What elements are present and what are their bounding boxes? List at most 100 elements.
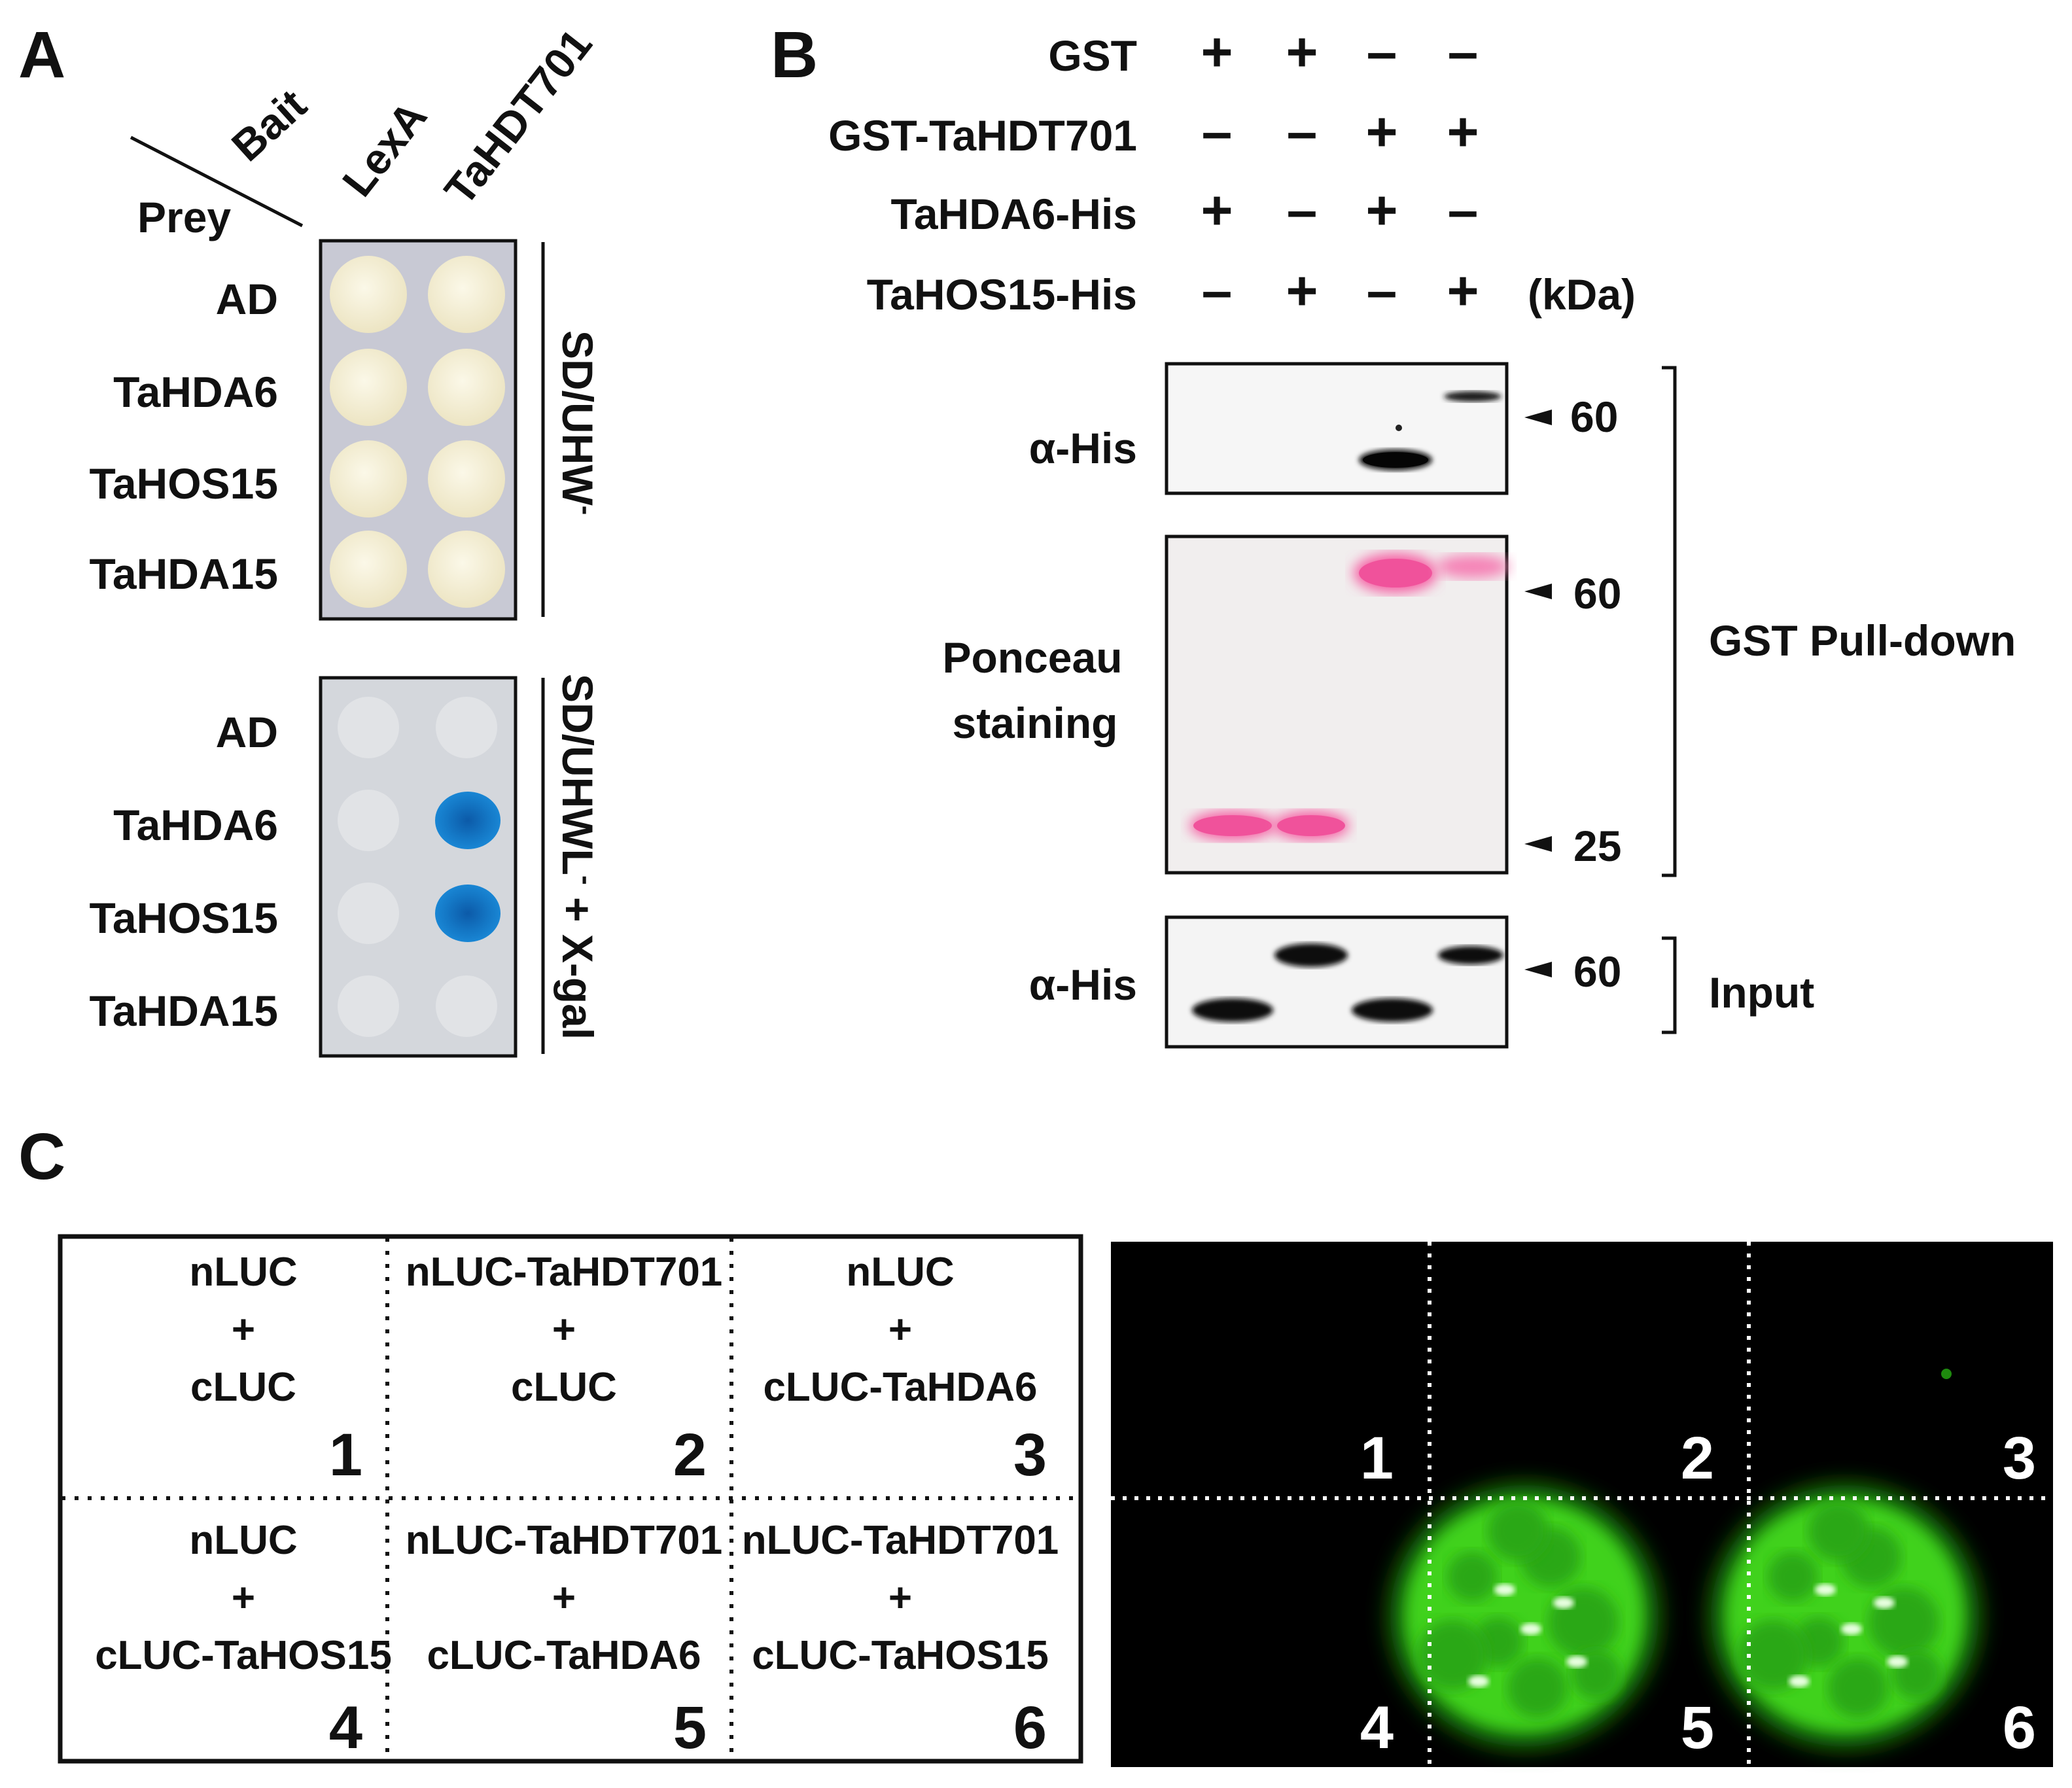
yeast-colony	[428, 531, 505, 608]
panel-a-letter: A	[18, 18, 65, 92]
band	[1359, 559, 1432, 587]
yeast-colony	[330, 256, 407, 333]
marker-60: 60	[1570, 393, 1618, 441]
row-label: TaHDA15	[89, 550, 278, 598]
blot-alpha-his-input	[1165, 915, 1509, 1049]
condition-label: GST	[1048, 31, 1137, 80]
blue-colony	[435, 792, 500, 849]
combination-layout-table	[58, 1234, 1083, 1764]
construct-label: cLUC-TaHOS15	[95, 1633, 392, 1678]
condition-sign: –	[1367, 260, 1397, 321]
condition-sign: +	[1201, 21, 1233, 82]
image-number: 4	[1360, 1694, 1394, 1761]
yeast-colony	[428, 349, 505, 426]
marker-25: 25	[1573, 822, 1621, 870]
band	[1193, 815, 1272, 836]
input-bracket	[1662, 936, 1677, 1034]
signal-speck	[1941, 1369, 1952, 1379]
panel-b: B GST++––GST-TaHDT701––++TaHDA6-His+–+–T…	[771, 18, 2016, 1049]
band	[1277, 815, 1345, 836]
pulldown-bracket	[1662, 366, 1677, 877]
cell-number: 2	[673, 1422, 707, 1488]
blot-label-staining: staining	[952, 699, 1117, 747]
condition-sign: –	[1202, 260, 1233, 321]
image-number: 1	[1360, 1425, 1394, 1492]
image-number: 3	[2003, 1425, 2036, 1492]
band	[1192, 998, 1273, 1022]
construct-label: cLUC-TaHDA6	[763, 1365, 1037, 1410]
white-colony	[338, 790, 399, 851]
construct-label: nLUC	[846, 1250, 954, 1295]
yeast-colony	[330, 349, 407, 426]
yeast-colony	[330, 440, 407, 517]
panel-a: A Bait Prey LexA TaHDT701 AD TaHDA6 TaHO…	[18, 18, 603, 1058]
image-number: 6	[2003, 1694, 2036, 1761]
condition-sign: +	[1201, 179, 1233, 241]
luciferase-signal	[1711, 1485, 1979, 1747]
plate1-medium-label: SD/UHW-	[553, 330, 603, 515]
bait-prey-divider	[130, 135, 304, 228]
row-label: AD	[216, 708, 278, 756]
panel-b-letter: B	[771, 18, 818, 92]
marker-arrow	[1524, 410, 1552, 425]
construct-label: cLUC-TaHDA6	[427, 1633, 701, 1678]
condition-sign: +	[1286, 260, 1318, 321]
condition-sign: –	[1367, 21, 1397, 82]
blot-label-alpha-his-input: α-His	[1029, 960, 1137, 1009]
luciferase-signal	[1390, 1485, 1659, 1747]
yeast-colony	[428, 256, 505, 333]
blot-label-ponceau: Ponceau	[942, 633, 1122, 682]
construct-label: +	[552, 1575, 576, 1621]
speck	[1396, 425, 1402, 431]
panel-c-letter: C	[18, 1120, 65, 1193]
marker-arrow	[1524, 962, 1552, 977]
row-label: TaHOS15	[89, 459, 278, 508]
panel-c: C nLUC+cLUC1nLUC-TaHDT701+cLUC2nLUC+cLUC…	[18, 1120, 2053, 1767]
column-label-lexa: LexA	[333, 92, 436, 205]
cell-number: 4	[329, 1694, 362, 1761]
marker-arrow	[1524, 584, 1552, 599]
marker-60: 60	[1573, 569, 1621, 618]
white-colony	[338, 883, 399, 944]
condition-sign: –	[1448, 21, 1479, 82]
blot-label-alpha-his: α-His	[1029, 424, 1137, 472]
condition-label: TaHOS15-His	[867, 270, 1137, 319]
condition-sign: –	[1448, 179, 1479, 241]
cell-number: 6	[1013, 1694, 1047, 1761]
condition-label: GST-TaHDT701	[828, 111, 1137, 160]
construct-label: +	[888, 1575, 912, 1621]
condition-table: GST++––GST-TaHDT701––++TaHDA6-His+–+–TaH…	[828, 21, 1479, 321]
cell-number: 5	[673, 1694, 707, 1761]
construct-label: nLUC	[189, 1250, 297, 1295]
row-label: TaHDA15	[89, 987, 278, 1035]
band	[1438, 946, 1503, 964]
condition-sign: +	[1447, 260, 1479, 321]
condition-sign: –	[1287, 101, 1318, 162]
band	[1274, 943, 1348, 967]
condition-sign: –	[1202, 101, 1233, 162]
bait-label: Bait	[222, 80, 315, 170]
band	[1363, 452, 1428, 468]
condition-sign: +	[1286, 21, 1318, 82]
yeast-colony	[428, 440, 505, 517]
construct-label: cLUC	[511, 1365, 617, 1410]
construct-label: +	[232, 1307, 255, 1352]
construct-label: nLUC-TaHDT701	[406, 1250, 723, 1295]
prey-label: Prey	[137, 193, 231, 241]
cell-number: 1	[329, 1422, 362, 1488]
condition-sign: +	[1447, 101, 1479, 162]
combination-cells: nLUC+cLUC1nLUC-TaHDT701+cLUC2nLUC+cLUC-T…	[95, 1250, 1059, 1761]
plate1-colonies	[330, 256, 505, 608]
row-label: TaHDA6	[113, 368, 278, 416]
construct-label: cLUC-TaHOS15	[752, 1633, 1049, 1678]
cell-number: 3	[1013, 1422, 1047, 1488]
marker-arrow	[1524, 836, 1552, 852]
construct-label: nLUC	[189, 1518, 297, 1563]
plate2-medium-label: SD/UHWL- + X-gal	[553, 674, 603, 1040]
row-label: TaHOS15	[89, 894, 278, 942]
white-colony	[338, 697, 399, 758]
image-number: 2	[1681, 1425, 1714, 1492]
band	[1436, 555, 1509, 578]
